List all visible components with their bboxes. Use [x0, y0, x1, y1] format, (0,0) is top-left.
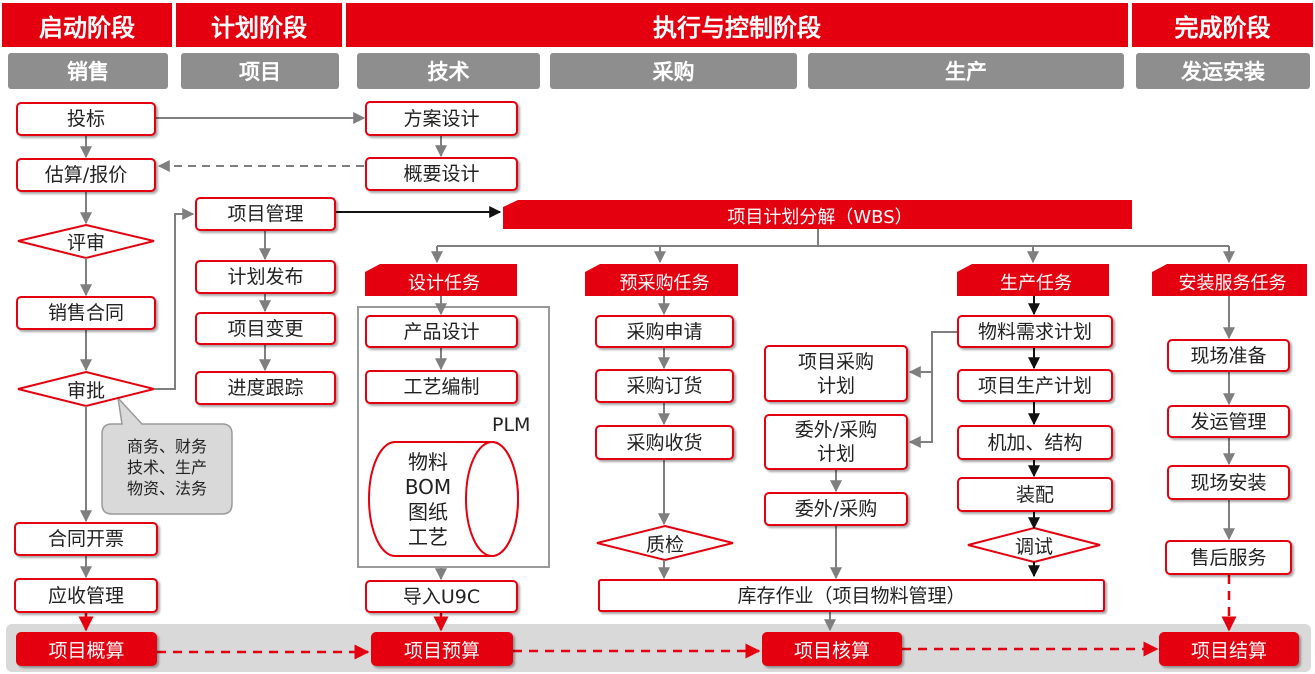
project-estimate-box[interactable]: 项目概算 — [16, 632, 157, 666]
debug-label[interactable]: 调试 — [1014, 535, 1053, 558]
outsource-plan-node[interactable]: 委外/采购 计划 — [764, 414, 908, 470]
assembly-node[interactable]: 装配 — [957, 477, 1113, 512]
plm-cylinder-end — [465, 441, 519, 557]
callout-line-1: 商务、财务 — [126, 437, 207, 456]
callout-line-3: 物资、法务 — [126, 479, 207, 498]
stage-plan: 计划阶段 — [176, 3, 342, 47]
category-tech: 技术 — [357, 53, 540, 89]
callout-bubble — [101, 395, 233, 515]
plm-label: PLM — [492, 414, 531, 436]
bottom-band — [6, 624, 1311, 672]
project-budget-box[interactable]: 项目预算 — [371, 632, 513, 666]
product-design-node[interactable]: 产品设计 — [365, 315, 518, 348]
plm-cylinder-text[interactable]: 物料 BOM 图纸 工艺 — [388, 450, 468, 550]
install-task-tab — [1152, 264, 1307, 296]
mrp-node[interactable]: 物料需求计划 — [957, 315, 1113, 348]
project-purchase-plan-node[interactable]: 项目采购 计划 — [764, 345, 908, 402]
inventory-node[interactable]: 库存作业（项目物料管理） — [598, 579, 1105, 612]
prepurchase-task-label[interactable]: 预采购任务 — [619, 273, 710, 294]
category-production: 生产 — [808, 53, 1124, 89]
plm-frame — [357, 306, 550, 568]
project-check-box[interactable]: 项目核算 — [762, 632, 902, 666]
outline-design-node[interactable]: 概要设计 — [365, 157, 518, 191]
stage-finish: 完成阶段 — [1132, 3, 1313, 47]
review-label[interactable]: 评审 — [66, 231, 105, 254]
approve-label[interactable]: 审批 — [66, 379, 105, 402]
design-task-tab — [365, 264, 517, 296]
category-sales: 销售 — [8, 53, 168, 89]
qc-label[interactable]: 质检 — [645, 533, 684, 556]
production-task-tab — [957, 264, 1109, 296]
import-u9c-node[interactable]: 导入U9C — [365, 580, 518, 613]
onsite-install-node[interactable]: 现场安装 — [1167, 465, 1290, 500]
outsource-plan-line-2: 计划 — [816, 443, 855, 465]
outsource-purchase-node[interactable]: 委外/采购 — [764, 492, 908, 526]
project-settle-box[interactable]: 项目结算 — [1159, 632, 1299, 666]
project-purchase-plan-line-2: 计划 — [816, 374, 855, 397]
scheme-design-node[interactable]: 方案设计 — [365, 101, 518, 136]
stage-exec: 执行与控制阶段 — [346, 3, 1128, 47]
ship-manage-node[interactable]: 发运管理 — [1167, 405, 1290, 438]
callout-text: 商务、财务 技术、生产 物资、法务 — [104, 436, 230, 506]
cylinder-line-1: 物料 — [408, 450, 448, 474]
project-change-node[interactable]: 项目变更 — [195, 312, 336, 345]
plan-publish-node[interactable]: 计划发布 — [195, 260, 336, 294]
outsource-plan-line-1: 委外/采购 — [794, 419, 878, 441]
production-task-label[interactable]: 生产任务 — [1000, 273, 1072, 294]
site-prep-node[interactable]: 现场准备 — [1167, 339, 1290, 372]
callout-line-2: 技术、生产 — [126, 458, 207, 477]
cylinder-line-2: BOM — [404, 475, 452, 499]
purchase-order-node[interactable]: 采购订货 — [595, 369, 734, 403]
stage-start: 启动阶段 — [2, 3, 172, 47]
process-plan-node[interactable]: 工艺编制 — [365, 370, 518, 404]
category-project: 项目 — [181, 53, 339, 89]
contract-invoice-node[interactable]: 合同开票 — [14, 522, 158, 556]
design-task-label[interactable]: 设计任务 — [408, 273, 480, 294]
project-manage-node[interactable]: 项目管理 — [195, 197, 336, 231]
wbs-bar — [503, 200, 1132, 229]
wbs-label[interactable]: 项目计划分解（WBS） — [727, 207, 913, 228]
progress-track-node[interactable]: 进度跟踪 — [195, 371, 336, 405]
category-purchase: 采购 — [550, 53, 797, 89]
bid-node[interactable]: 投标 — [16, 102, 156, 136]
category-ship: 发运安装 — [1136, 53, 1310, 89]
cylinder-line-3: 图纸 — [408, 500, 448, 524]
cylinder-line-4: 工艺 — [408, 525, 448, 549]
receivable-node[interactable]: 应收管理 — [14, 578, 158, 613]
production-plan-node[interactable]: 项目生产计划 — [957, 369, 1113, 402]
project-purchase-plan-line-1: 项目采购 — [797, 350, 874, 373]
install-task-label[interactable]: 安装服务任务 — [1178, 273, 1287, 294]
purchase-request-node[interactable]: 采购申请 — [595, 315, 734, 348]
machining-node[interactable]: 机加、结构 — [957, 425, 1113, 460]
prepurchase-task-tab — [585, 264, 738, 296]
sales-contract-node[interactable]: 销售合同 — [16, 296, 156, 330]
quote-node[interactable]: 估算/报价 — [16, 158, 156, 192]
purchase-receive-node[interactable]: 采购收货 — [595, 425, 734, 460]
after-sale-node[interactable]: 售后服务 — [1165, 540, 1292, 575]
